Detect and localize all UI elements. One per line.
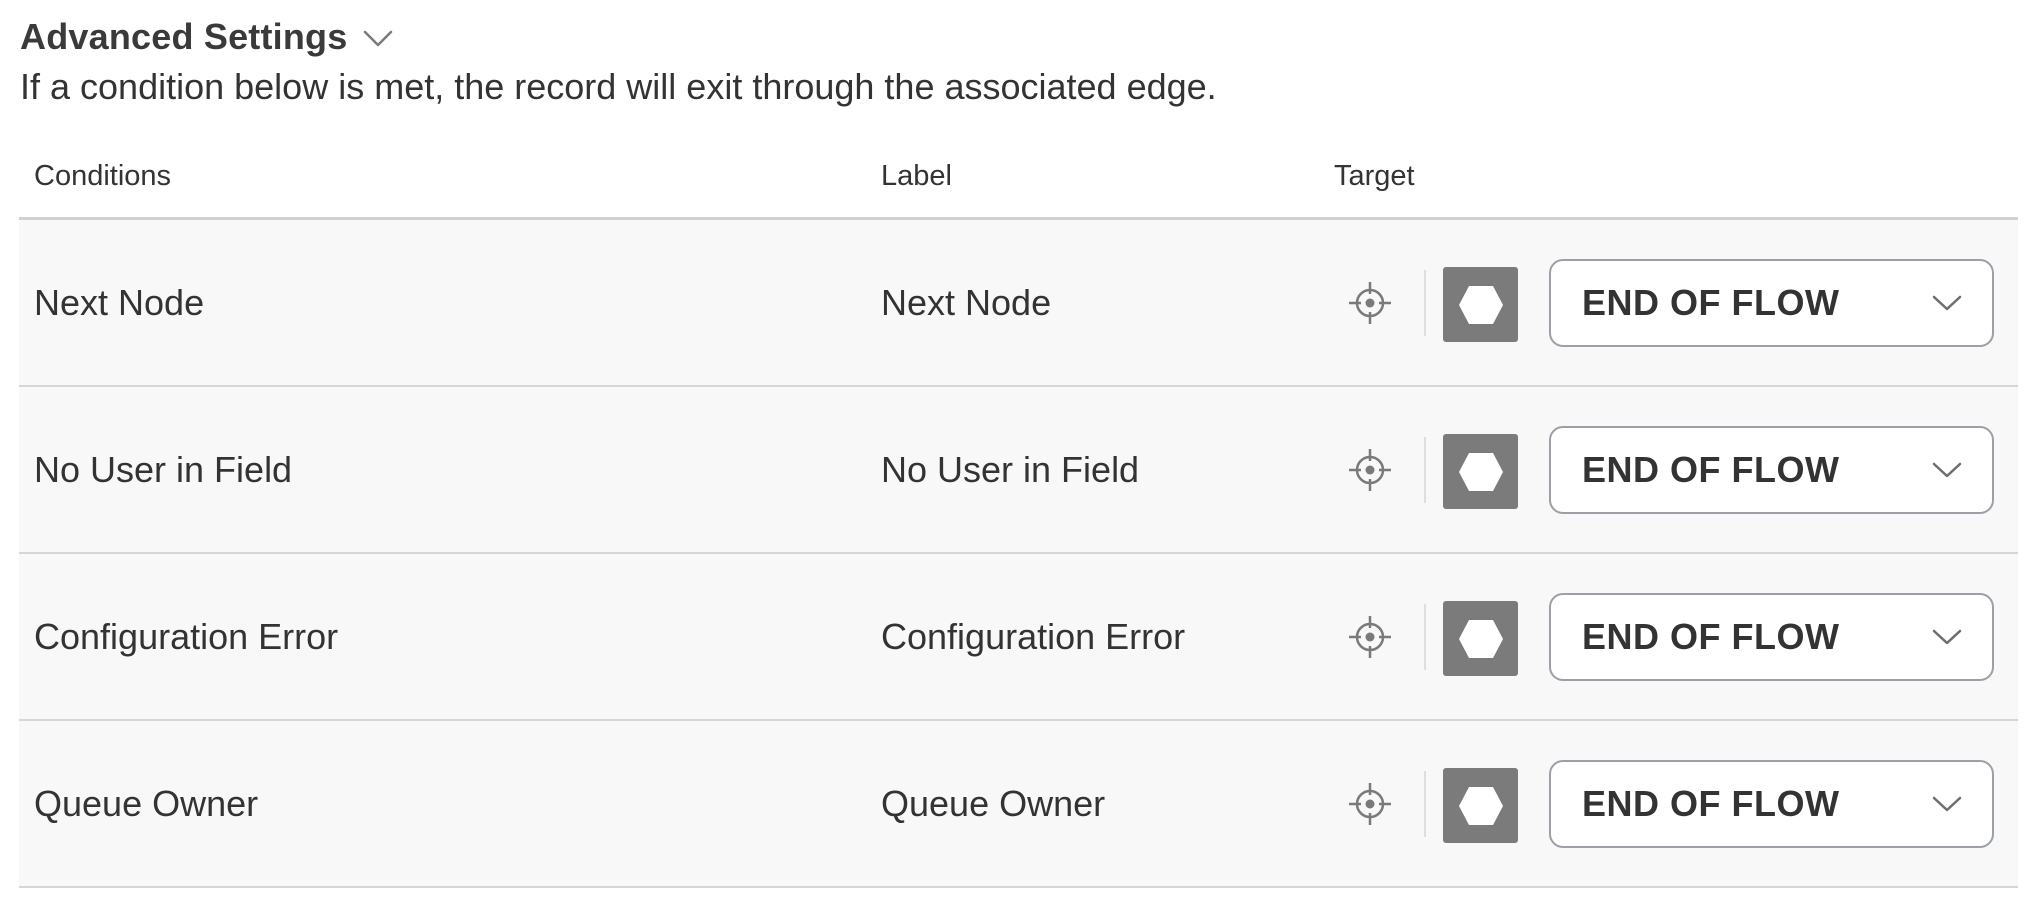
- label-cell: Queue Owner: [881, 782, 1106, 824]
- table-row: Configuration Error Configuration Error …: [19, 554, 2018, 721]
- node-type-tile: [1443, 768, 1518, 843]
- node-type-tile: [1443, 267, 1518, 342]
- chevron-down-icon: [1932, 629, 1962, 645]
- crosshair-icon[interactable]: [1347, 781, 1393, 827]
- target-select-value: END OF FLOW: [1582, 449, 1840, 490]
- crosshair-icon[interactable]: [1347, 447, 1393, 493]
- column-header-label: Label: [881, 160, 952, 192]
- hexagon-icon: [1458, 452, 1503, 491]
- target-select-value: END OF FLOW: [1582, 282, 1840, 323]
- hexagon-icon: [1458, 285, 1503, 324]
- target-select[interactable]: END OF FLOW: [1549, 259, 1994, 347]
- target-select-value: END OF FLOW: [1582, 616, 1840, 657]
- cell-divider: [1424, 771, 1426, 837]
- target-select-value: END OF FLOW: [1582, 783, 1840, 824]
- cell-divider: [1424, 604, 1426, 670]
- section-title: Advanced Settings: [20, 16, 348, 57]
- column-header-conditions: Conditions: [34, 160, 172, 192]
- condition-cell: No User in Field: [34, 448, 293, 490]
- cell-divider: [1424, 270, 1426, 336]
- chevron-down-icon: [1932, 295, 1962, 311]
- condition-cell: Queue Owner: [34, 782, 259, 824]
- label-cell: Configuration Error: [881, 615, 1186, 657]
- target-select[interactable]: END OF FLOW: [1549, 760, 1994, 848]
- label-cell: No User in Field: [881, 448, 1140, 490]
- table-header: Conditions Label Target: [19, 150, 2018, 220]
- hexagon-icon: [1458, 786, 1503, 825]
- node-type-tile: [1443, 434, 1518, 509]
- chevron-down-icon: [1932, 462, 1962, 478]
- advanced-settings-header: Advanced Settings If a condition below i…: [20, 14, 1217, 108]
- target-select[interactable]: END OF FLOW: [1549, 426, 1994, 514]
- chevron-down-icon: [1932, 796, 1962, 812]
- table-row: Next Node Next Node END OF FLOW: [19, 220, 2018, 387]
- section-description: If a condition below is met, the record …: [20, 66, 1217, 107]
- hexagon-icon: [1458, 619, 1503, 658]
- condition-cell: Configuration Error: [34, 615, 339, 657]
- chevron-down-icon: [364, 30, 393, 47]
- label-cell: Next Node: [881, 281, 1052, 323]
- crosshair-icon[interactable]: [1347, 614, 1393, 660]
- crosshair-icon[interactable]: [1347, 280, 1393, 326]
- table-row: Queue Owner Queue Owner END OF FLOW: [19, 721, 2018, 888]
- conditions-table: Conditions Label Target Next Node Next N…: [19, 150, 2018, 888]
- cell-divider: [1424, 437, 1426, 503]
- node-type-tile: [1443, 601, 1518, 676]
- table-body: Next Node Next Node END OF FLOW No User …: [19, 220, 2018, 888]
- table-row: No User in Field No User in Field END OF…: [19, 387, 2018, 554]
- advanced-settings-toggle[interactable]: Advanced Settings: [20, 14, 1217, 60]
- condition-cell: Next Node: [34, 281, 205, 323]
- target-select[interactable]: END OF FLOW: [1549, 593, 1994, 681]
- column-header-target: Target: [1334, 160, 1415, 192]
